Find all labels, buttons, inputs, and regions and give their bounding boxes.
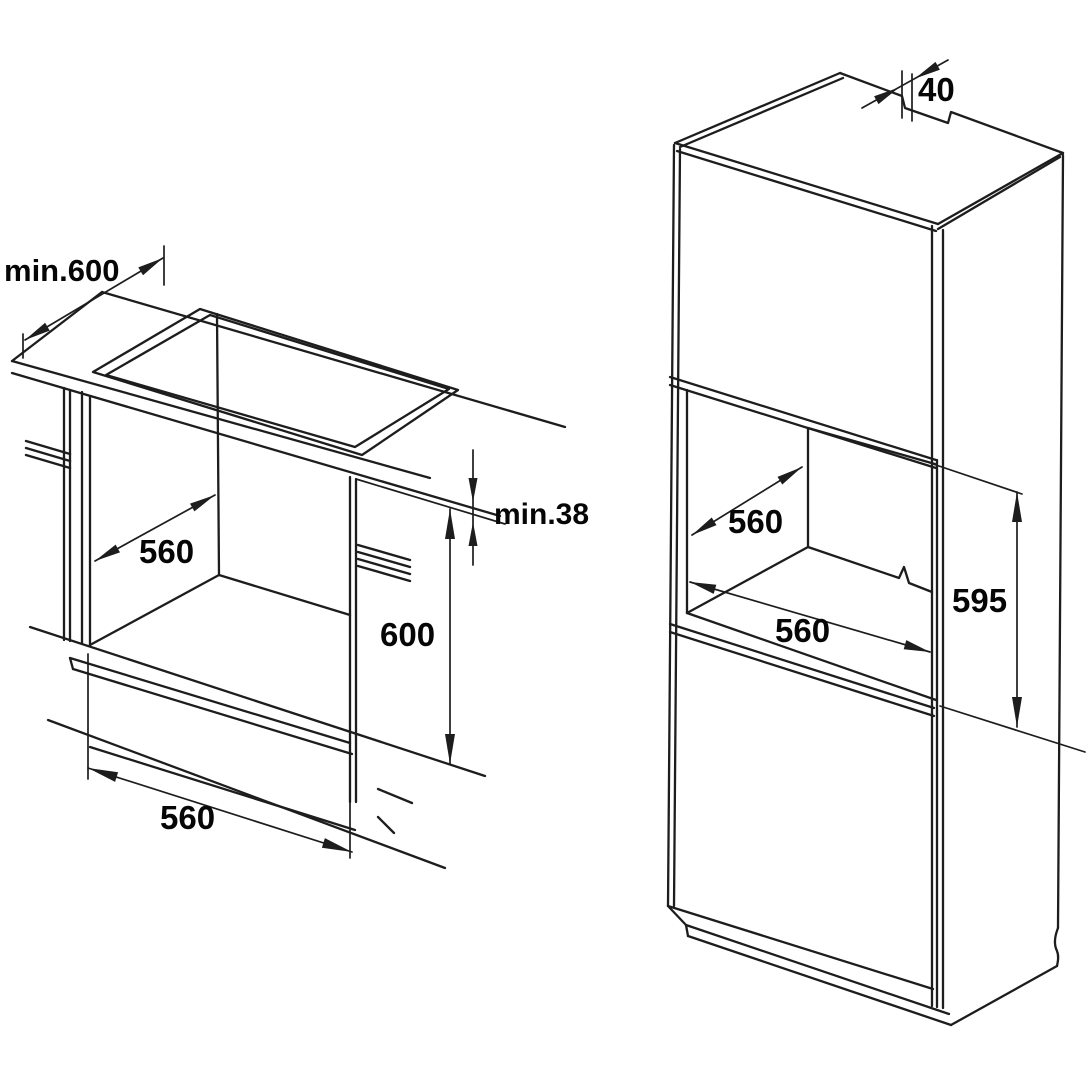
label-top-gap-40: 40: [918, 71, 955, 108]
dim-right-niche-depth: [691, 466, 803, 536]
label-right-niche-depth-560: 560: [728, 503, 784, 540]
left-diagram-base-cabinet: [10, 245, 567, 870]
dim-top-gap-40: [861, 59, 949, 122]
dim-clearance-min38: [355, 449, 506, 566]
dim-niche-width: [87, 653, 353, 859]
dim-right-niche-height: [932, 463, 1086, 753]
tall-cabinet-body: [666, 143, 1065, 1027]
right-diagram-tall-cabinet: [666, 59, 1086, 1027]
label-niche-depth-560: 560: [139, 533, 195, 570]
base-cabinet-niche: [28, 386, 487, 870]
label-clearance-min38: min.38: [494, 498, 590, 531]
oven-niche: [668, 388, 938, 718]
label-worktop-depth-min600: min.600: [4, 253, 120, 288]
tall-cabinet-top: [673, 71, 1065, 233]
label-right-niche-width-560: 560: [775, 612, 831, 649]
label-right-niche-height-595: 595: [952, 582, 1008, 619]
wall-hatch-right: [356, 543, 412, 583]
label-niche-height-600: 600: [380, 616, 436, 653]
label-niche-width-560: 560: [160, 799, 216, 836]
dim-right-niche-width: [689, 581, 931, 653]
dim-worktop-depth: [22, 245, 165, 359]
wall-hatch-left: [24, 439, 72, 470]
dim-niche-depth: [94, 494, 216, 562]
worktop: [10, 290, 567, 577]
dim-niche-height: [445, 508, 455, 765]
